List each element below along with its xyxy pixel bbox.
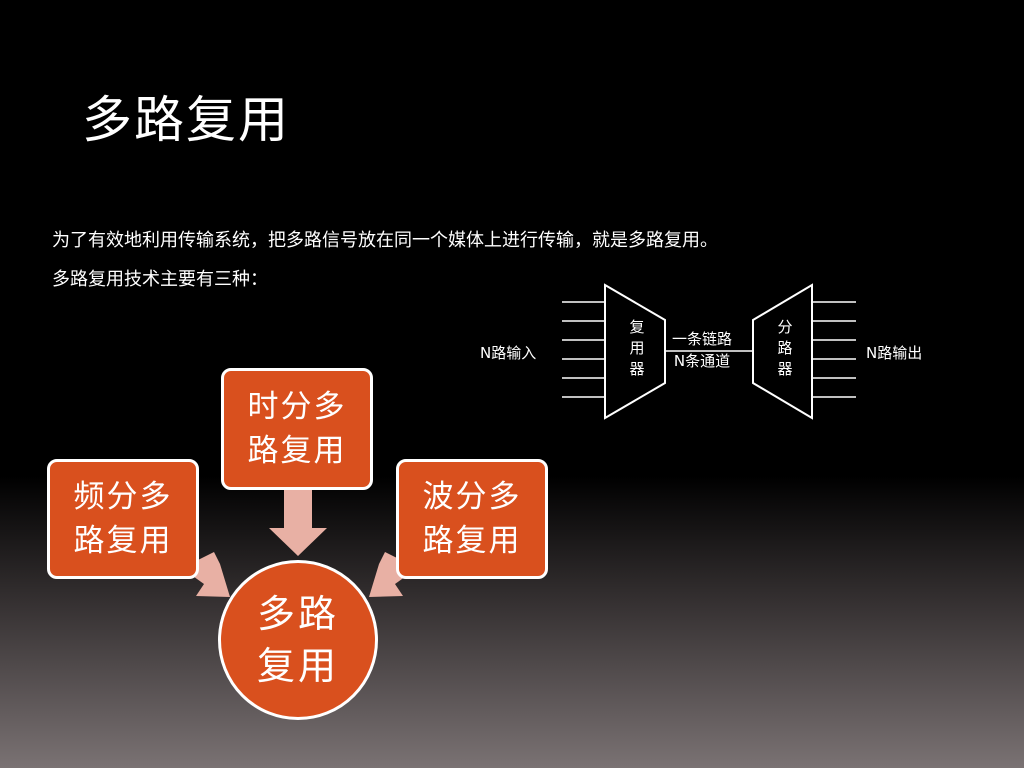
demultiplexer-shape [752,283,813,420]
demultiplexer-label: 分路器 [777,318,793,378]
center-multiplexing-circle: 多路复用 [218,560,378,720]
page-title: 多路复用 [82,91,290,149]
input-label: N路输入 [480,344,537,362]
description-line-1: 为了有效地利用传输系统，把多路信号放在同一个媒体上进行传输，就是多路复用。 [52,230,718,251]
arrow-down [269,490,327,556]
output-label: N路输出 [866,344,923,362]
multiplexer-label: 复用器 [629,318,645,378]
description-line-2: 多路复用技术主要有三种： [52,269,268,290]
multiplexer-shape [604,283,666,420]
time-division-box: 时分多路复用 [221,368,373,490]
link-label: 一条链路 N条通道 [672,328,732,372]
link-label-line-2: N条通道 [673,352,731,370]
arrow-left-to-center [190,552,230,597]
link-label-line-1: 一条链路 [672,330,733,348]
frequency-division-box: 频分多路复用 [47,459,199,579]
multiplexing-diagram: N路输入 复用器 一条链路 N条通道 分路器 N路输出 [470,280,960,430]
multiplexing-diagram-lines [562,283,856,420]
wavelength-division-box: 波分多路复用 [396,459,548,579]
